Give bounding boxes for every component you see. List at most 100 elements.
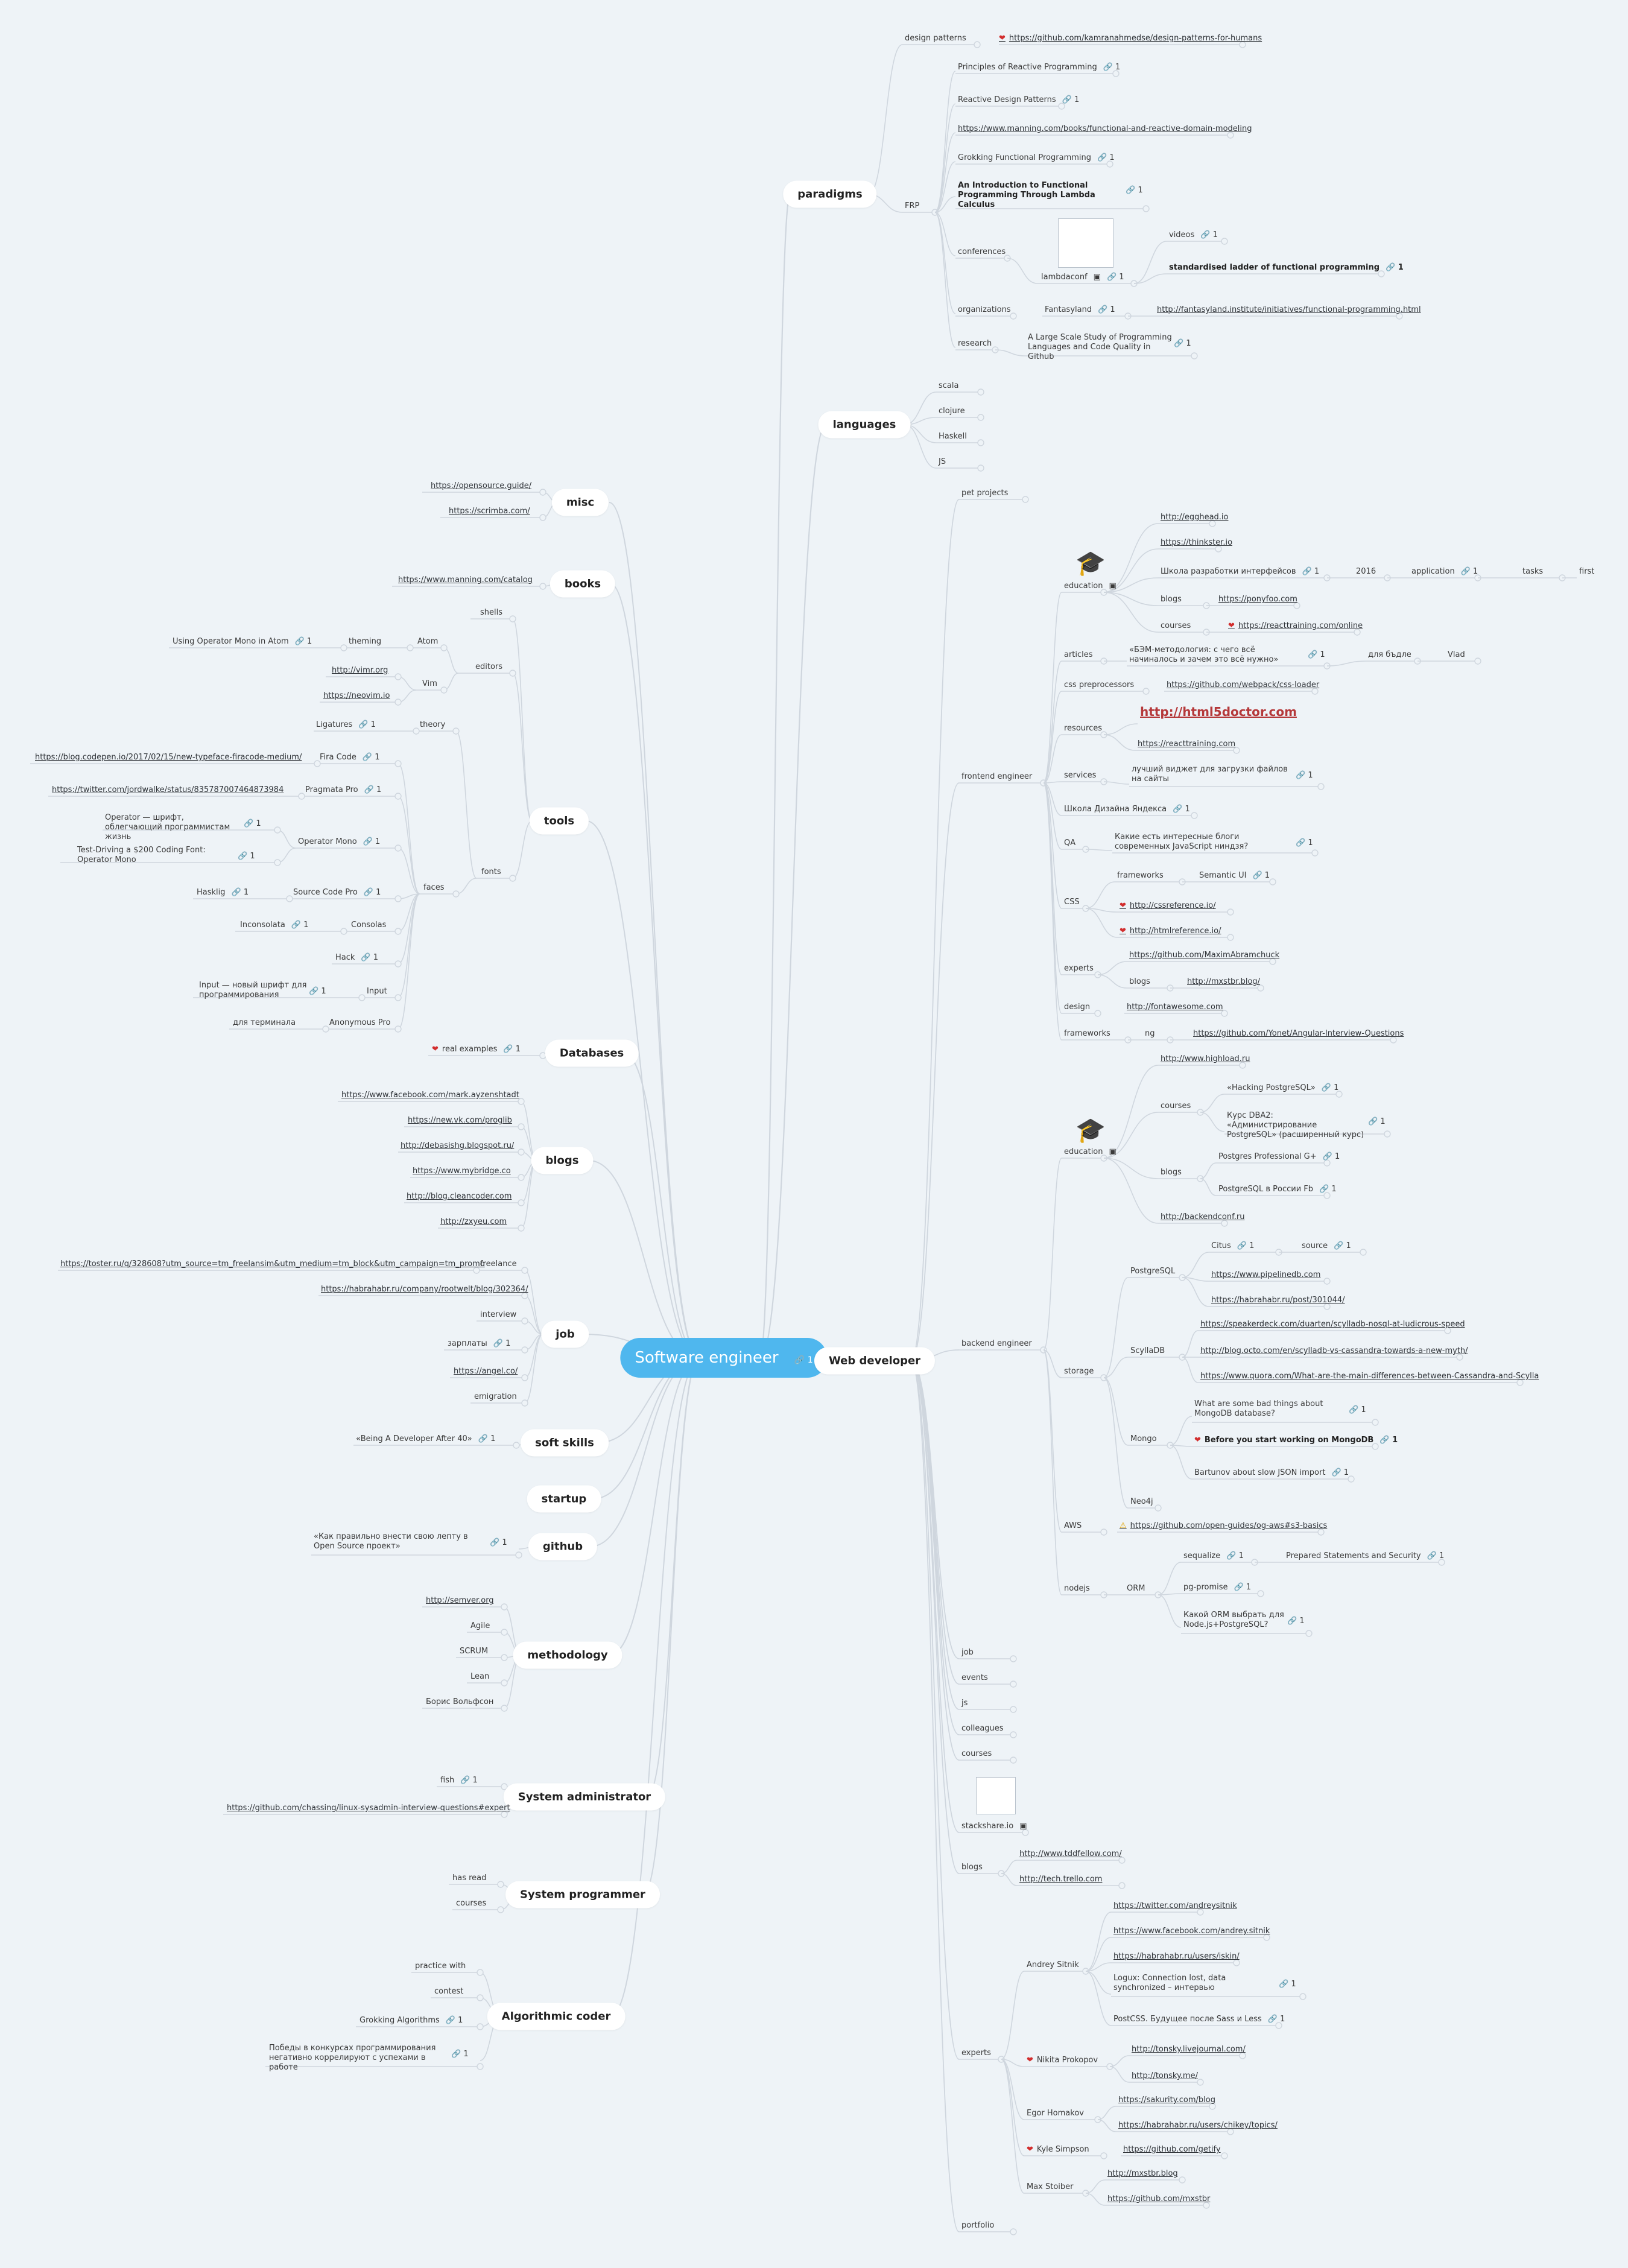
- node-pet-projects[interactable]: pet projects: [961, 489, 1009, 498]
- node-atom[interactable]: Atom: [417, 637, 439, 646]
- node-hacking-postgresql[interactable]: «Hacking PostgreSQL»🔗 1: [1227, 1083, 1339, 1092]
- node-scylla-octo[interactable]: http://blog.octo.com/en/scylladb-vs-cass…: [1200, 1346, 1468, 1355]
- node-editors[interactable]: editors: [475, 662, 503, 671]
- node-grokking-fp[interactable]: Grokking Functional Programming🔗 1: [958, 153, 1115, 162]
- node-organizations[interactable]: organizations: [958, 305, 1011, 314]
- node-fe-services[interactable]: services: [1064, 771, 1097, 780]
- node-css-frameworks[interactable]: frameworks: [1117, 871, 1164, 880]
- node-nodejs[interactable]: nodejs: [1064, 1584, 1090, 1593]
- node-emigration[interactable]: emigration: [474, 1392, 517, 1401]
- node-theming[interactable]: theming: [349, 637, 382, 646]
- node-grokking-algorithms[interactable]: Grokking Algorithms🔗 1: [359, 2016, 463, 2025]
- node-ponyfoo[interactable]: https://ponyfoo.com: [1218, 595, 1297, 604]
- node-angular-questions[interactable]: https://github.com/Yonet/Angular-Intervi…: [1193, 1029, 1404, 1038]
- node-opmono-atom[interactable]: Using Operator Mono in Atom🔗 1: [173, 637, 312, 646]
- node-portfolio[interactable]: portfolio: [961, 2221, 995, 2230]
- node-opmono-article2[interactable]: Test-Driving a $200 Coding Font: Operato…: [77, 846, 206, 864]
- topic-startup[interactable]: startup: [527, 1485, 601, 1513]
- node-clojure[interactable]: clojure: [939, 407, 965, 416]
- node-sakurity[interactable]: https://sakurity.com/blog: [1118, 2095, 1215, 2105]
- node-shells[interactable]: shells: [480, 608, 503, 617]
- node-sitnik-twitter[interactable]: https://twitter.com/andreysitnik: [1113, 1901, 1237, 1910]
- node-fe-edu-blogs[interactable]: blogs: [1161, 595, 1182, 604]
- node-max-stoiber[interactable]: Max Stoiber: [1027, 2182, 1074, 2191]
- node-vim[interactable]: Vim: [422, 679, 437, 688]
- node-tonsky-me[interactable]: http://tonsky.me/: [1132, 2071, 1198, 2080]
- topic-blogs[interactable]: blogs: [531, 1147, 594, 1174]
- node-be-courses[interactable]: courses: [1161, 1101, 1191, 1110]
- node-citus[interactable]: Citus🔗 1: [1211, 1241, 1255, 1250]
- topic-system-administrator[interactable]: System administrator: [503, 1783, 666, 1811]
- node-toster-link[interactable]: https://toster.ru/q/328608?utm_source=tm…: [60, 1259, 485, 1269]
- node-sequelize[interactable]: sequalize🔗 1: [1183, 1551, 1244, 1560]
- node-fe-qa[interactable]: QA: [1064, 838, 1076, 847]
- node-blog-proglib[interactable]: https://new.vk.com/proglib: [408, 1116, 512, 1125]
- node-be-education[interactable]: education▣: [1064, 1147, 1116, 1156]
- node-reacttraining-online[interactable]: ❤https://reacttraining.com/online: [1228, 621, 1363, 630]
- node-intro-fp-lambda[interactable]: An Introduction to Functional Programmin…: [958, 181, 1095, 209]
- node-sitnik-habr[interactable]: https://habrahabr.ru/users/iskin/: [1113, 1952, 1240, 1961]
- node-blog-mybridge[interactable]: https://www.mybridge.co: [413, 1167, 511, 1176]
- node-design-patterns[interactable]: design patterns: [905, 34, 966, 43]
- node-tasks[interactable]: tasks: [1522, 567, 1544, 576]
- node-conferences[interactable]: conferences: [958, 247, 1006, 256]
- node-wd-job[interactable]: job: [961, 1648, 974, 1657]
- node-haskell[interactable]: Haskell: [939, 432, 967, 441]
- node-fe-resources[interactable]: resources: [1064, 724, 1103, 733]
- node-habr-302364[interactable]: https://habrahabr.ru/company/rootwelt/bl…: [321, 1285, 528, 1294]
- node-2016[interactable]: 2016: [1356, 567, 1376, 576]
- node-opensource-contribute[interactable]: «Как правильно внести свою лепту в Open …: [314, 1532, 468, 1551]
- node-dba2[interactable]: Курс DBA2: «Администрирование PostgreSQL…: [1227, 1111, 1364, 1139]
- node-pgfb[interactable]: PostgreSQL в России Fb🔗 1: [1218, 1185, 1337, 1194]
- node-postcss-future[interactable]: PostCSS. Будущее после Sass и Less🔗 1: [1113, 2015, 1285, 2024]
- topic-paradigms[interactable]: paradigms: [783, 180, 877, 208]
- node-css-loader[interactable]: https://github.com/webpack/css-loader: [1167, 680, 1320, 689]
- node-fe-articles[interactable]: articles: [1064, 650, 1093, 659]
- node-shri[interactable]: Школа разработки интерфейсов🔗 1: [1161, 567, 1320, 576]
- node-chikey-habr[interactable]: https://habrahabr.ru/users/chikey/topics…: [1118, 2121, 1278, 2130]
- node-sysadmin-interview[interactable]: https://github.com/chassing/linux-sysadm…: [227, 1804, 510, 1813]
- node-pipelinedb[interactable]: https://www.pipelinedb.com: [1211, 1270, 1321, 1279]
- node-hasklig[interactable]: Hasklig🔗 1: [197, 888, 249, 897]
- node-neovim[interactable]: https://neovim.io: [323, 691, 390, 700]
- node-fontawesome[interactable]: http://fontawesome.com: [1127, 1003, 1223, 1012]
- node-scrimba[interactable]: https://scrimba.com/: [449, 507, 530, 516]
- node-salaries[interactable]: зарплаты🔗 1: [448, 1339, 511, 1348]
- node-application[interactable]: application🔗 1: [1411, 567, 1478, 576]
- topic-misc[interactable]: misc: [551, 489, 609, 516]
- node-blog-cleancoder[interactable]: http://blog.cleancoder.com: [407, 1192, 512, 1201]
- node-highload[interactable]: http://www.highload.ru: [1161, 1054, 1250, 1063]
- node-which-orm[interactable]: Какой ORM выбрать для Node.js+PostgreSQL…: [1183, 1611, 1284, 1629]
- node-experts-blogs[interactable]: blogs: [1129, 977, 1150, 986]
- node-cssreference[interactable]: ❤http://cssreference.io/: [1120, 901, 1216, 910]
- node-fantasyland[interactable]: Fantasyland🔗 1: [1045, 305, 1115, 314]
- node-andrey-sitnik[interactable]: Andrey Sitnik: [1027, 1960, 1079, 1969]
- node-ligatures[interactable]: Ligatures🔗 1: [316, 720, 376, 729]
- node-fe-education[interactable]: education▣: [1064, 581, 1116, 591]
- topic-system-programmer[interactable]: System programmer: [505, 1881, 660, 1908]
- node-dlya-bydle[interactable]: для бъдле: [1368, 650, 1411, 659]
- node-wd-colleagues[interactable]: colleagues: [961, 1724, 1004, 1733]
- node-nikita-prokopov[interactable]: ❤Nikita Prokopov: [1027, 2056, 1098, 2065]
- node-consolas[interactable]: Consolas: [351, 920, 387, 930]
- node-contest[interactable]: contest: [434, 1987, 464, 1996]
- node-bem-article[interactable]: «БЭМ-методология: с чего всё начиналось …: [1129, 645, 1279, 664]
- node-js[interactable]: JS: [939, 457, 946, 466]
- node-scylla-quora[interactable]: https://www.quora.com/What-are-the-main-…: [1200, 1372, 1539, 1381]
- node-boris[interactable]: Борис Вольфсон: [426, 1697, 494, 1706]
- node-scylladb[interactable]: ScyllaDB: [1130, 1346, 1165, 1355]
- node-thinkster[interactable]: https://thinkster.io: [1161, 538, 1233, 547]
- node-manning-frp-link[interactable]: https://www.manning.com/books/functional…: [958, 124, 1252, 133]
- node-operator-mono[interactable]: Operator Mono🔗 1: [298, 837, 381, 846]
- topic-languages[interactable]: languages: [818, 411, 911, 439]
- node-source-code-pro[interactable]: Source Code Pro🔗 1: [293, 888, 381, 897]
- topic-github[interactable]: github: [528, 1533, 598, 1560]
- node-fe-frameworks[interactable]: frameworks: [1064, 1029, 1110, 1038]
- node-mxstbr-github[interactable]: https://github.com/mxstbr: [1107, 2194, 1211, 2203]
- node-kyle-simpson[interactable]: ❤Kyle Simpson: [1027, 2145, 1089, 2154]
- node-html5doctor[interactable]: http://html5doctor.com: [1140, 705, 1297, 719]
- node-lean[interactable]: Lean: [470, 1672, 490, 1681]
- node-semver[interactable]: http://semver.org: [426, 1596, 494, 1605]
- topic-job[interactable]: job: [541, 1320, 589, 1348]
- node-wd-experts[interactable]: experts: [961, 2048, 991, 2057]
